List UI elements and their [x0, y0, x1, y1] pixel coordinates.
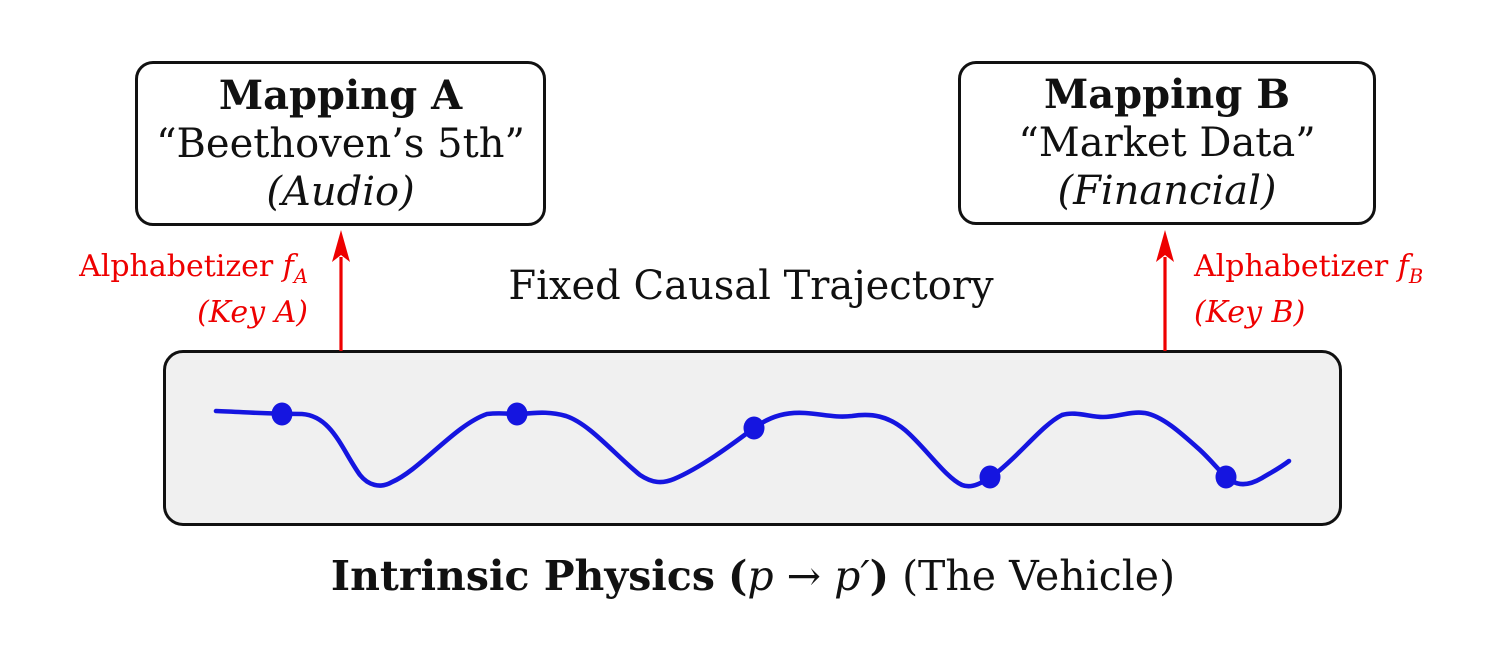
- alphabetizer-b-line1: Alphabetizer fB: [1194, 249, 1424, 288]
- caption-p-from: p: [747, 552, 774, 600]
- alphabetizer-a-label: Alphabetizer fA (Key A): [30, 244, 308, 336]
- alphabetizer-b-label: Alphabetizer fB (Key B): [1194, 244, 1494, 336]
- intrinsic-physics-caption: Intrinsic Physics (p → p′) (The Vehicle): [330, 552, 1176, 600]
- alphabetizer-b-symbol: f: [1397, 249, 1409, 284]
- alphabetizer-a-key: (Key A): [197, 295, 308, 330]
- alphabetizer-b-key: (Key B): [1194, 295, 1306, 330]
- arrow-b: [1156, 230, 1174, 351]
- mapping-a-title: Mapping A: [218, 71, 463, 119]
- intrinsic-physics-box: [163, 350, 1342, 526]
- caption-arrow: →: [786, 552, 822, 600]
- caption-p-to: p: [834, 552, 861, 600]
- mapping-b-type: (Financial): [1057, 168, 1277, 214]
- mapping-b-box: Mapping B “Market Data” (Financial): [958, 61, 1376, 225]
- alphabetizer-a-symbol: f: [282, 249, 294, 284]
- mapping-a-subtitle: “Beethoven’s 5th”: [156, 120, 525, 167]
- alphabetizer-a-line1: Alphabetizer fA: [79, 249, 308, 288]
- mapping-b-subtitle: “Market Data”: [1018, 120, 1316, 166]
- fixed-causal-trajectory-label: Fixed Causal Trajectory: [508, 263, 994, 309]
- caption-bold: Intrinsic Physics: [330, 552, 715, 600]
- mapping-a-box: Mapping A “Beethoven’s 5th” (Audio): [135, 61, 546, 226]
- arrow-a: [332, 230, 350, 351]
- mapping-b-title: Mapping B: [1043, 71, 1291, 118]
- caption-suffix: (The Vehicle): [889, 552, 1176, 600]
- mapping-a-type: (Audio): [266, 168, 415, 215]
